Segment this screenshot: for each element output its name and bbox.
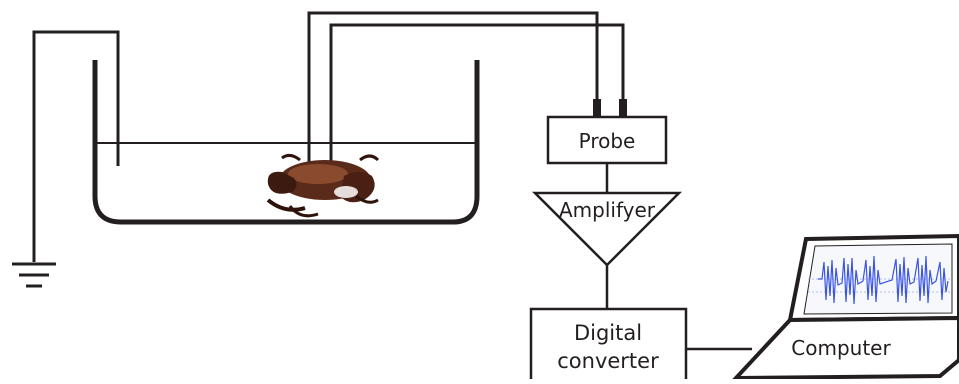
probe-connector-right (619, 99, 627, 117)
digital-converter-box (529, 307, 688, 384)
ground-wire (32, 30, 120, 262)
amplifier-triangle (531, 191, 683, 267)
probe-box (546, 115, 668, 165)
probe-label: Probe (579, 129, 636, 153)
spike-trace-icon (808, 255, 950, 305)
converter-label-line2: converter (557, 349, 659, 373)
ground-symbol-icon (12, 262, 56, 288)
amplifier-label: Amplifyer (559, 198, 656, 222)
laptop-keyboard-base (731, 315, 959, 381)
water-tank (92, 60, 480, 225)
computer-label: Computer (791, 336, 891, 360)
ground-electrode (32, 30, 120, 262)
recording-wires (307, 11, 625, 168)
converter-label-line1: Digital (574, 321, 642, 345)
crab-icon (266, 153, 390, 218)
probe-connector-left (593, 99, 601, 117)
laptop-icon: Computer (731, 233, 959, 381)
